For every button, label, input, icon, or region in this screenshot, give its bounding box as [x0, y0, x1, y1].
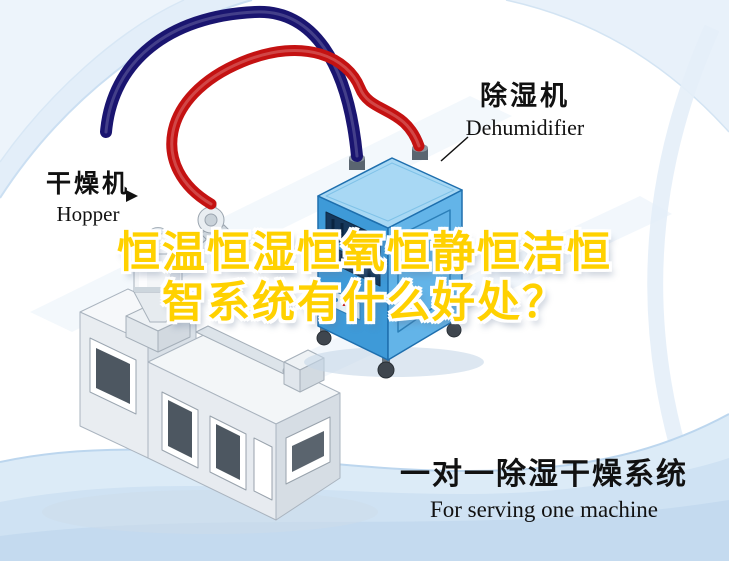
extruder-shadow	[42, 490, 378, 534]
bottom-caption-en: For serving one machine	[429, 497, 659, 522]
title-line-2: 智系统有什么好处？	[162, 277, 567, 328]
dehumidifier-label-zh: 除湿机	[480, 81, 570, 112]
hopper-pointer-arrow-icon	[126, 190, 138, 202]
dehumidifier-control-panel	[327, 287, 361, 321]
supply-pipe-red	[166, 44, 425, 210]
label-pointers	[126, 136, 469, 202]
hopper-label-zh: 干燥机	[45, 169, 130, 198]
hopper-illustration	[133, 201, 233, 323]
dehumidifier-door	[397, 209, 451, 333]
dehumidifier-pointer-line	[440, 136, 469, 162]
hopper-label-en: Hopper	[56, 202, 120, 226]
bottom-caption: 一对一除湿干燥系统 For serving one machine	[386, 449, 702, 523]
return-pipe-blue	[100, 5, 363, 162]
hopper-label: 干燥机 Hopper	[36, 164, 140, 227]
dehumidifier-label: 除湿机 Dehumidifier	[445, 74, 605, 141]
page-title: 恒温恒湿恒氧恒静恒洁恒 智系统有什么好处？	[0, 228, 729, 329]
dehumidifier-shadow	[304, 347, 484, 377]
dehumidifier-vents	[325, 211, 381, 287]
blower-illustration	[181, 201, 233, 255]
title-line-1: 恒温恒湿恒氧恒静恒洁恒	[117, 228, 612, 278]
extruder-illustration	[42, 288, 378, 534]
bottom-caption-zh: 一对一除湿干燥系统	[400, 457, 688, 492]
dehumidifier-label-en: Dehumidifier	[465, 115, 585, 140]
